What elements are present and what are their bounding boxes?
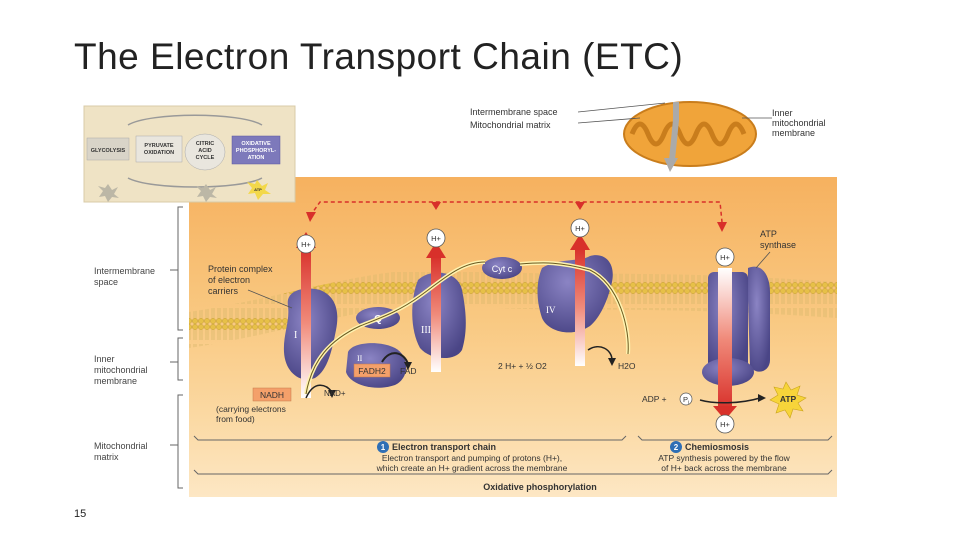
side-brackets [170,206,183,489]
inset-pyruvate-line2: OXIDATION [144,150,174,156]
inset-oxphos-line2: PHOSPHORYL- [236,148,276,154]
mitochondrial-matrix-label: Mitochondrial matrix [470,120,551,130]
h-plus-marker-4: H+ [715,247,735,267]
step2-desc-line1: ATP synthesis powered by the flow [658,453,790,463]
cyt-c-label: Cyt c [492,264,513,274]
adp-label: ADP + [642,394,667,404]
phosphate-marker [679,392,693,406]
complex-ii-label: II [357,354,363,363]
fad-label: FAD [400,366,417,376]
step2-desc-line2: of H+ back across the membrane [661,463,787,473]
inset-overview: GLYCOLYSIS PYRUVATE OXIDATION CITRIC ACI… [83,105,296,203]
h-plus-marker-2: H+ [426,228,446,248]
atp-synthase-channel [713,268,737,420]
svg-text:H+: H+ [301,240,311,249]
oxidative-phosphorylation-label: Oxidative phosphorylation [483,482,597,492]
step1-desc-line2: which create an H+ gradient across the m… [376,463,568,473]
carrying-electrons-line1: (carrying electrons [216,404,286,414]
fadh2-box [353,363,391,378]
protein-complex-label-line3: carriers [208,286,239,296]
fadh2-label: FADH2 [358,366,386,376]
inset-citric-line1: CITRIC [196,141,214,147]
page-number: 15 [74,508,87,520]
water-label: H2O [618,361,636,371]
carrying-electrons-line2: from food) [216,414,255,424]
protein-complex-label-line2: of electron [208,275,250,285]
atp-synthase [702,266,770,386]
protein-complex-label-line1: Protein complex [208,264,273,274]
proton-pump-arrow-3 [570,234,590,366]
intermembrane-space-label: Intermembrane space [470,107,558,117]
step2-number: 2 [674,443,679,452]
inset-oxphos-line3: ATION [248,155,265,161]
complex-iii-label: III [421,325,431,336]
inset-pyruvate-line1: PYRUVATE [144,143,173,149]
proton-flow-dashed-line [309,201,723,223]
h-plus-marker-5: H+ [715,414,735,434]
side-inner-line2: mitochondrial [94,365,148,375]
side-inner-line3: membrane [94,376,137,386]
side-intermembrane-line2: space [94,277,118,287]
inset-citric-line3: CYCLE [196,155,215,161]
inset-atp-label: ATP [254,187,262,192]
svg-text:H+: H+ [720,420,730,429]
step2-number-badge [670,441,682,453]
side-matrix-line1: Mitochondrial [94,441,148,451]
complex-iv-label: IV [546,305,556,315]
complex-i-label: I [294,330,297,341]
step1-number: 1 [381,443,386,452]
mitochondrion-icon [623,101,757,172]
h-plus-marker-3: H+ [570,218,590,238]
step1-title: Electron transport chain [392,442,496,452]
step2-title: Chemiosmosis [685,442,749,452]
step1-number-badge [377,441,389,453]
cytochrome-c: Cyt c [482,257,522,279]
inset-glycolysis-label: GLYCOLYSIS [91,148,126,154]
inner-membrane-label-line1: Inner [772,108,793,118]
phosphate-label: P [683,395,688,404]
atp-label: ATP [780,394,797,404]
oxygen-reduction-label: 2 H+ + ½ O2 [498,361,547,371]
slide-title: The Electron Transport Chain (ETC) [74,36,684,77]
side-inner-line1: Inner [94,354,115,364]
inner-membrane-label-line2: mitochondrial [772,118,826,128]
svg-text:H+: H+ [431,234,441,243]
inset-citric-line2: ACID [198,148,211,154]
svg-text:H+: H+ [575,224,585,233]
step1-desc-line1: Electron transport and pumping of proton… [382,453,562,463]
phosphate-subscript: i [688,400,689,406]
inner-membrane-label-line3: membrane [772,128,815,138]
svg-text:H+: H+ [720,253,730,262]
nadh-label: NADH [260,390,284,400]
side-matrix-line2: matrix [94,452,119,462]
side-intermembrane-line1: Intermembrane [94,266,155,276]
lipid-bilayer [189,268,837,348]
step-brackets [193,435,833,475]
proton-pump-arrow-2 [426,242,446,372]
atp-burst-icon [769,381,807,419]
h-plus-marker-1: H+ [296,234,316,254]
inset-oxphos-line1: OXIDATIVE [241,141,271,147]
nad-label: NAD+ [324,389,346,398]
atp-synthase-label-line2: synthase [760,240,796,250]
atp-synthase-label-line1: ATP [760,229,777,239]
nadh-box [252,387,292,402]
